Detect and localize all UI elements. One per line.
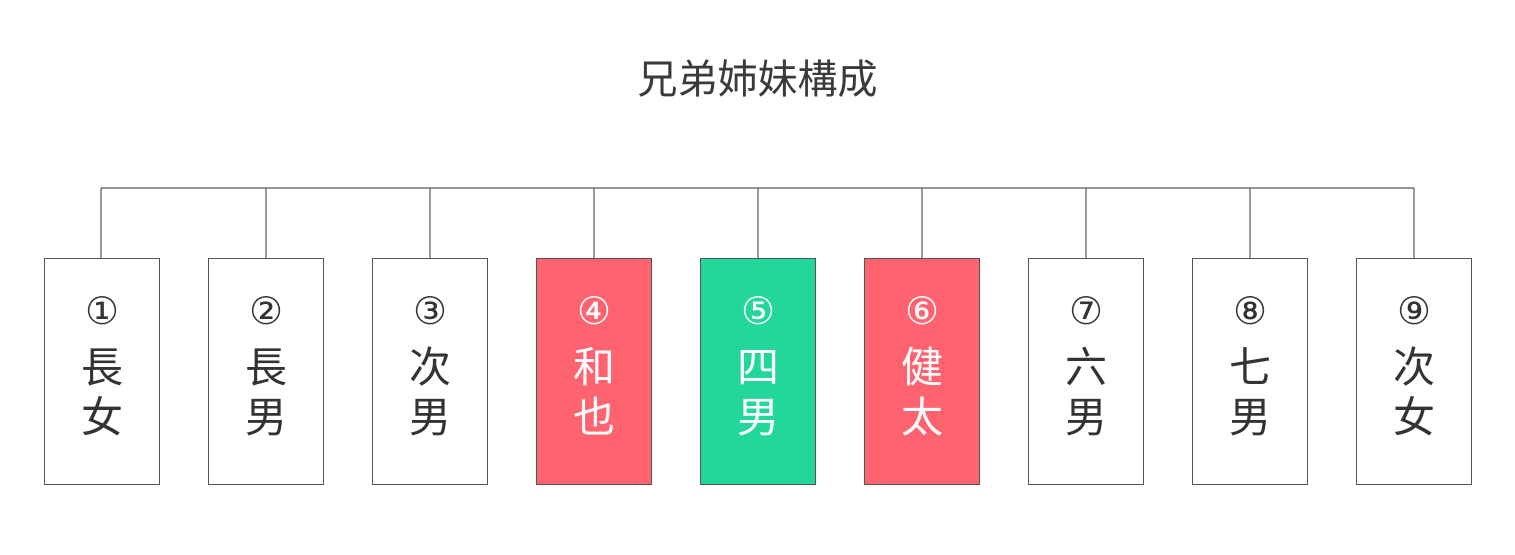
sibling-label: 七男 (1228, 343, 1271, 442)
sibling-label: 六男 (1064, 343, 1107, 442)
sibling-number: ③ (412, 289, 448, 333)
sibling-number: ② (248, 289, 284, 333)
sibling-label: 和也 (572, 343, 615, 442)
sibling-number: ⑥ (904, 289, 940, 333)
sibling-label: 健太 (900, 343, 943, 442)
sibling-box-7: ⑦ 六男 (1028, 258, 1144, 485)
sibling-box-6: ⑥ 健太 (864, 258, 980, 485)
diagram-title: 兄弟姉妹構成 (637, 57, 878, 103)
sibling-label: 長男 (244, 343, 287, 442)
sibling-number: ⑦ (1068, 289, 1104, 333)
sibling-box-4: ④ 和也 (536, 258, 652, 485)
sibling-number: ⑨ (1396, 289, 1432, 333)
sibling-number: ④ (576, 289, 612, 333)
sibling-box-1: ① 長女 (44, 258, 160, 485)
sibling-label: 四男 (736, 343, 779, 442)
sibling-label: 長女 (80, 343, 123, 442)
sibling-label: 次男 (408, 343, 451, 442)
sibling-number: ① (84, 289, 120, 333)
sibling-number: ⑧ (1232, 289, 1268, 333)
sibling-box-3: ③ 次男 (372, 258, 488, 485)
sibling-number: ⑤ (740, 289, 776, 333)
sibling-box-5: ⑤ 四男 (700, 258, 816, 485)
sibling-box-8: ⑧ 七男 (1192, 258, 1308, 485)
sibling-label: 次女 (1392, 343, 1435, 442)
sibling-box-9: ⑨ 次女 (1356, 258, 1472, 485)
sibling-box-2: ② 長男 (208, 258, 324, 485)
